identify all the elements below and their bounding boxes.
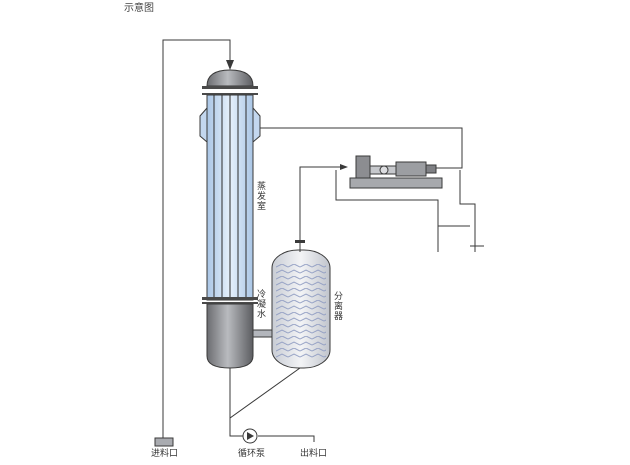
mid-flange — [202, 297, 258, 300]
label-circulation-pump: 循环泵 — [238, 449, 266, 459]
label-cooling-water: 冷凝水 — [257, 290, 267, 320]
tube-bundle — [213, 95, 247, 300]
feed-line — [162, 39, 231, 438]
diagram-title: 示意图 — [124, 3, 154, 14]
vacuum-pump-unit — [349, 155, 443, 189]
mid-flange-2 — [202, 302, 258, 304]
label-evaporator: 蒸发室 — [257, 182, 267, 212]
label-outlet: 出料口 — [300, 449, 328, 459]
separator-nozzle — [295, 240, 305, 243]
separator-wave-pattern — [276, 262, 326, 358]
top-flange — [202, 86, 258, 89]
evaporator-bottom-head — [206, 303, 254, 369]
label-feed-inlet: 进料口 — [151, 449, 179, 459]
steam-line — [260, 127, 463, 169]
drain-lines — [335, 170, 484, 252]
top-flange-2 — [202, 93, 258, 95]
circulation-line — [229, 367, 315, 442]
feed-arrow — [226, 60, 234, 70]
circulation-pump-icon — [242, 428, 258, 444]
evaporator-top-cap — [206, 69, 254, 87]
feed-inlet-box — [154, 437, 174, 447]
vapor-line — [299, 166, 345, 240]
vapor-arrow — [340, 164, 348, 170]
label-separator: 分离器 — [334, 292, 344, 322]
